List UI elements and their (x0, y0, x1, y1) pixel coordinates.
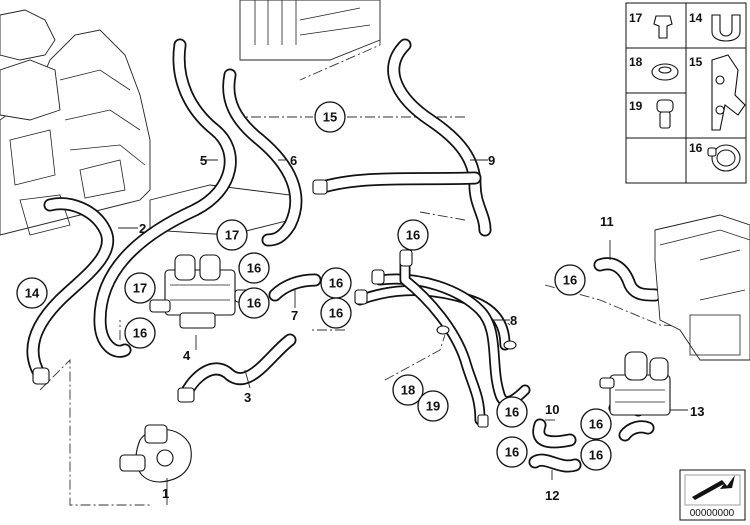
svg-text:16: 16 (406, 228, 420, 243)
svg-text:16: 16 (589, 448, 603, 463)
svg-text:14: 14 (689, 11, 703, 25)
callout-4: 4 (183, 348, 191, 363)
panel-item-14: 14 (689, 11, 741, 42)
diagram-number: 00000000 (690, 508, 735, 519)
auxiliary-heater (654, 214, 750, 361)
svg-text:16: 16 (133, 326, 147, 341)
callout-16-valve-bottom: 16 (124, 317, 156, 349)
leader-lines (118, 159, 688, 505)
svg-text:16: 16 (247, 296, 261, 311)
callout-16-low-c: 16 (496, 436, 528, 468)
engine-block (0, 9, 151, 236)
svg-text:16: 16 (563, 273, 577, 288)
panel-item-15: 15 (689, 54, 746, 131)
callout-10: 10 (545, 402, 559, 417)
panel-item-17: 17 (629, 11, 673, 39)
callout-16-hose7: 16 (320, 267, 352, 299)
callout-16-low-a: 16 (496, 396, 528, 428)
svg-text:16: 16 (505, 405, 519, 420)
svg-text:18: 18 (401, 383, 415, 398)
svg-text:16: 16 (329, 306, 343, 321)
callout-16-hose8-a: 16 (320, 297, 352, 329)
panel-item-19: 19 (629, 99, 674, 129)
callout-11: 11 (600, 214, 614, 229)
panel-item-16: 16 (689, 141, 741, 172)
svg-text:17: 17 (225, 228, 239, 243)
callout-16-valve-mid: 16 (238, 287, 270, 319)
fittings (32, 179, 517, 428)
svg-text:15: 15 (323, 110, 337, 125)
callout-3: 3 (244, 390, 251, 405)
solenoid-valve (149, 254, 250, 329)
number-callouts: 1 2 3 4 5 6 7 8 9 10 11 12 13 (139, 153, 704, 503)
callout-19-mid: 19 (417, 390, 449, 422)
svg-text:16: 16 (589, 417, 603, 432)
callout-17-valve-left: 17 (124, 272, 156, 304)
callout-15-top: 15 (314, 101, 346, 133)
callout-8: 8 (510, 313, 517, 328)
svg-text:14: 14 (25, 286, 40, 301)
svg-text:18: 18 (629, 55, 643, 69)
diagram-id-box: 00000000 (679, 469, 746, 521)
svg-text:19: 19 (426, 399, 440, 414)
right-valve (599, 351, 671, 416)
callout-13: 13 (690, 404, 704, 419)
engine-pipes-top (239, 0, 381, 61)
svg-text:16: 16 (689, 141, 703, 155)
callout-14-left: 14 (16, 277, 48, 309)
svg-text:16: 16 (505, 445, 519, 460)
water-pump (119, 424, 192, 483)
panel-item-18: 18 (629, 55, 679, 81)
callout-2: 2 (139, 221, 146, 236)
callout-7: 7 (291, 308, 298, 323)
circled-callouts: 15 14 17 16 17 16 16 16 16 16 16 18 19 1… (16, 101, 612, 471)
callout-17-valve-top: 17 (216, 219, 248, 251)
callout-16-hose9: 16 (397, 219, 429, 251)
svg-text:16: 16 (247, 261, 261, 276)
callout-16-valve-right: 16 (238, 252, 270, 284)
side-parts-panel: 17 14 18 15 19 16 (625, 2, 747, 184)
svg-text:15: 15 (689, 55, 703, 69)
svg-text:17: 17 (629, 11, 643, 25)
callout-16-low-b: 16 (580, 408, 612, 440)
callout-18-mid: 18 (392, 374, 424, 406)
svg-text:19: 19 (629, 99, 643, 113)
hoses (26, 38, 662, 473)
callout-9: 9 (488, 153, 495, 168)
callout-12: 12 (545, 488, 559, 503)
arrow-icon (692, 475, 735, 500)
callout-1: 1 (162, 486, 169, 501)
callout-16-low-d: 16 (580, 439, 612, 471)
svg-text:16: 16 (329, 276, 343, 291)
callout-5: 5 (200, 153, 207, 168)
callout-16-right: 16 (554, 264, 586, 296)
callout-6: 6 (290, 153, 297, 168)
svg-text:17: 17 (133, 281, 147, 296)
